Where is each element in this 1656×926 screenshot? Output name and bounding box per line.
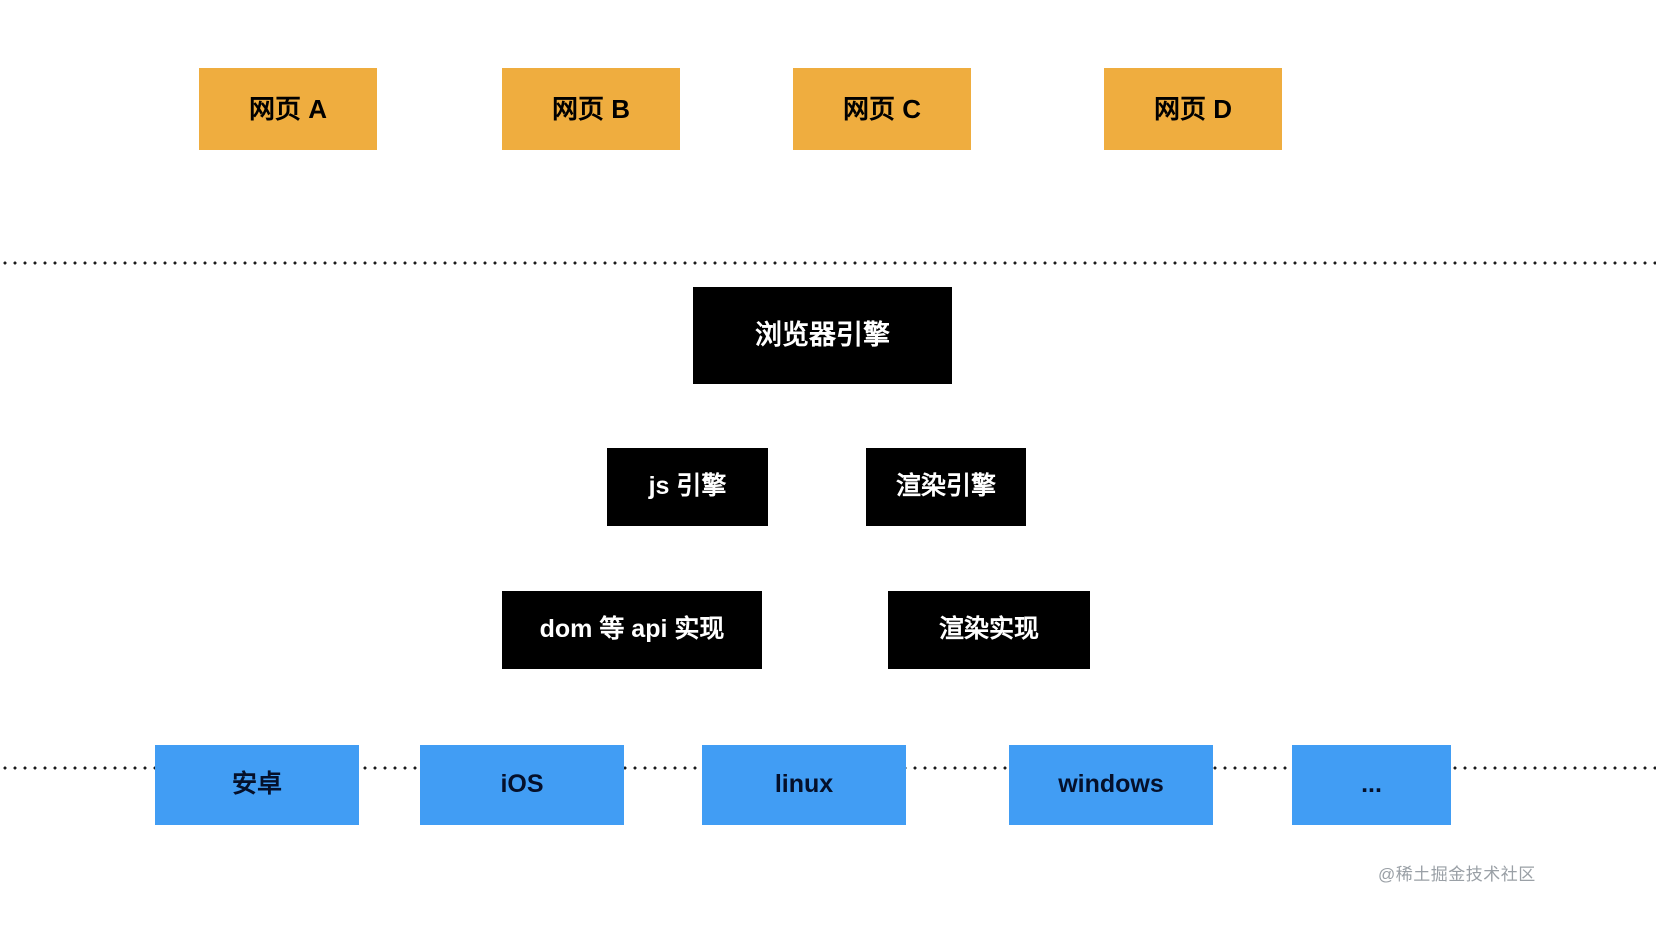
os-box-android[interactable]: 安卓 — [155, 745, 359, 825]
web-page-label-c: 网页 C — [842, 93, 921, 124]
browser-engine-label: 浏览器引擎 — [755, 319, 890, 350]
web-page-box-b[interactable]: 网页 B — [502, 68, 680, 150]
web-page-label-b: 网页 B — [551, 93, 630, 124]
render-engine-box[interactable]: 渲染引擎 — [866, 448, 1026, 526]
render-impl-label: 渲染实现 — [938, 615, 1039, 644]
watermark: @稀土掘金技术社区 — [1378, 865, 1536, 884]
os-box-more[interactable]: ... — [1292, 745, 1451, 825]
os-label-linux: linux — [774, 770, 834, 799]
web-page-label-a: 网页 A — [248, 93, 327, 124]
os-box-ios[interactable]: iOS — [420, 745, 624, 825]
os-box-linux[interactable]: linux — [702, 745, 906, 825]
js-engine-box[interactable]: js 引擎 — [607, 448, 768, 526]
divider-top — [0, 261, 1656, 265]
os-label-more: ... — [1361, 770, 1382, 799]
os-box-windows[interactable]: windows — [1009, 745, 1213, 825]
render-engine-label: 渲染引擎 — [895, 472, 996, 501]
js-engine-label: js 引擎 — [648, 472, 727, 501]
dom-api-impl-label: dom 等 api 实现 — [539, 615, 725, 644]
os-label-windows: windows — [1058, 770, 1164, 799]
dom-api-impl-box[interactable]: dom 等 api 实现 — [502, 591, 762, 669]
render-impl-box[interactable]: 渲染实现 — [888, 591, 1090, 669]
os-label-android: 安卓 — [231, 770, 282, 799]
web-page-box-c[interactable]: 网页 C — [793, 68, 971, 150]
web-page-box-d[interactable]: 网页 D — [1104, 68, 1282, 150]
os-label-ios: iOS — [500, 770, 544, 799]
web-page-label-d: 网页 D — [1153, 93, 1232, 124]
browser-engine-box[interactable]: 浏览器引擎 — [693, 287, 952, 384]
web-page-box-a[interactable]: 网页 A — [199, 68, 377, 150]
